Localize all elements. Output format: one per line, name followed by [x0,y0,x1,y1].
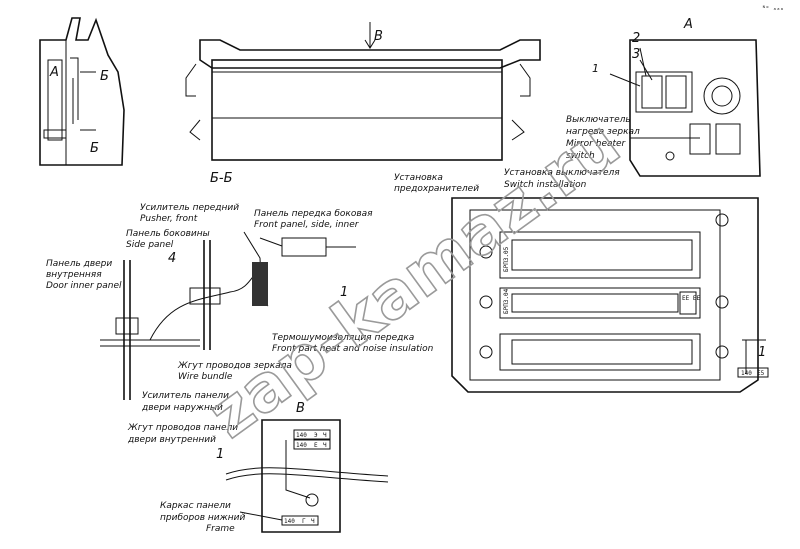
view-a-arrow-label: А [49,65,59,80]
mirror-housing [185,22,541,161]
front-side-panel-en: Front panel, side, inner [254,220,360,230]
callout-1-view-v: 1 [216,447,224,462]
mirror-switch-ru-line2: нагрева зеркал [566,127,640,137]
section-bb-drawing [100,231,356,400]
callout-3: 3 [632,47,640,62]
pusher-front-en: Pusher, front [140,214,198,224]
wire-bundle-ru: Жгут проводов зеркала [177,361,292,371]
side-panel-ru: Панель боковины [126,229,210,239]
section-bb-title: Б-Б [210,171,233,186]
side-view-door [39,17,125,166]
door-inner-ru-line1: Панель двери [46,259,112,269]
switch-panel [609,39,761,177]
callout-1-fuse: 1 [758,345,766,360]
fuse-side-code: ЕЕ ЕЕ [682,295,700,302]
door-inner-en: Door inner panel [46,281,122,291]
door-inner-ru-line2: внутренняя [46,270,102,280]
wire-bundle-en: Wire bundle [178,372,233,382]
side-panel-en: Side panel [126,240,174,250]
fuse-install-ru-line2: предохранителей [394,184,479,194]
v-tag3-code: Г [302,518,306,525]
frame-ru-line2: приборов нижний [160,513,245,523]
frame-ru-line1: Каркас панели [160,501,231,511]
fuse-install-ru-line1: Установка [394,173,443,183]
callout-1-switch: 1 [592,62,599,75]
view-v-drawing [225,419,389,533]
fuse-block-assembly [451,197,769,393]
fuse-block-top-label: БРП3.05 [503,246,510,272]
front-side-panel-ru: Панель передка боковая [254,209,373,219]
fuse-tag-code: Е5 [757,370,765,377]
insulation-ru: Термошумоизоляция передка [272,333,414,343]
mirror-switch-en-line2: switch [566,151,595,161]
switch-install-ru: Установка выключателя [504,168,620,178]
pusher-front-ru: Усилитель передний [140,203,239,213]
v-tag2-code: Е [314,442,318,449]
v-tag2-number: 140 [296,442,307,449]
view-v-title: В [296,401,305,416]
insulation-en: Front part heat and noise insulation [272,344,434,354]
corner-mark: ᴺᵒ ₐₐₐ [762,5,784,12]
outer-pusher-ru-line1: Усилитель панели [142,391,229,401]
v-tag1-number: 140 [296,432,307,439]
section-b-bottom-label: Б [90,141,99,156]
v-tag1-code: Э [314,432,318,439]
callout-1-section: 1 [340,285,348,300]
v-tag3-number: 140 [284,518,295,525]
inner-wire-ru-line1: Жгут проводов панели [127,423,238,433]
fuse-tag-number: 140 [741,370,752,377]
outer-pusher-ru-line2: двери наружный [141,403,223,413]
v-tag3-suffix: Ч [311,518,315,525]
section-b-top-label: Б [100,69,109,84]
switch-install-en: Switch installation [504,180,587,190]
v-tag2-suffix: Ч [323,442,327,449]
callout-4: 4 [168,251,176,266]
frame-en: Frame [206,524,235,534]
fuse-block-middle-label: БРП3.04 [503,288,510,314]
mirror-switch-en-line1: Mirror heater [566,139,627,149]
inner-wire-ru-line2: двери внутренний [127,435,216,445]
view-v-arrow-label: В [374,29,383,44]
mirror-switch-ru-line1: Выключатель [566,115,631,125]
v-tag1-suffix: Ч [323,432,327,439]
view-a-title: А [683,17,693,32]
callout-2: 2 [632,31,640,46]
